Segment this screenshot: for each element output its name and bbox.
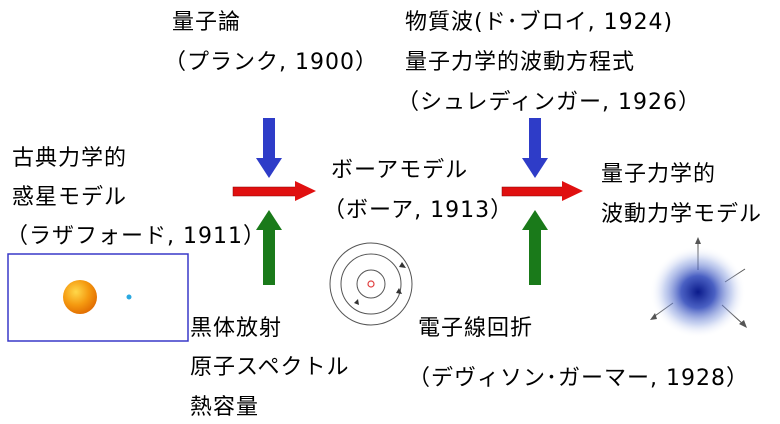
electron-cloud-image [650, 237, 747, 338]
up-arrow-left [256, 210, 282, 285]
classical-model-title: 古典力学的 [12, 146, 128, 171]
quantum-theory-attribution: （プランク, 1900） [164, 50, 378, 75]
quantum-theory-title: 量子論 [172, 10, 242, 35]
rutherford-model-image [7, 253, 189, 342]
wave-equation-label: 量子力学的波動方程式 [405, 50, 636, 75]
atomic-spectra-label: 原子スペクトル [190, 355, 350, 380]
right-arrow-right [501, 181, 583, 201]
electron-diffraction-label: 電子線回折 [418, 316, 534, 341]
down-arrow-right [522, 118, 548, 178]
wave-mechanics-model-title: 波動力学モデル [601, 202, 763, 227]
schrodinger-attribution: （シュレディンガー, 1926） [397, 90, 701, 115]
up-arrow-right [522, 210, 548, 285]
matter-wave-label: 物質波(ド･ブロイ, 1924) [405, 10, 674, 35]
rutherford-attribution: （ラザフォード, 1911） [6, 224, 266, 249]
planetary-model-title: 惑星モデル [12, 185, 128, 210]
blackbody-radiation-label: 黒体放射 [190, 316, 283, 341]
bohr-model-title: ボーアモデル [331, 158, 469, 183]
right-arrow-left [232, 181, 316, 201]
down-arrow-left [256, 118, 282, 178]
bohr-attribution: （ボーア, 1913） [323, 198, 514, 223]
davisson-germer-attribution: （デヴィソン･ガーマー, 1928） [408, 366, 749, 391]
heat-capacity-label: 熱容量 [190, 395, 260, 420]
quantum-model-title: 量子力学的 [601, 162, 717, 187]
bohr-model-image [329, 242, 413, 326]
